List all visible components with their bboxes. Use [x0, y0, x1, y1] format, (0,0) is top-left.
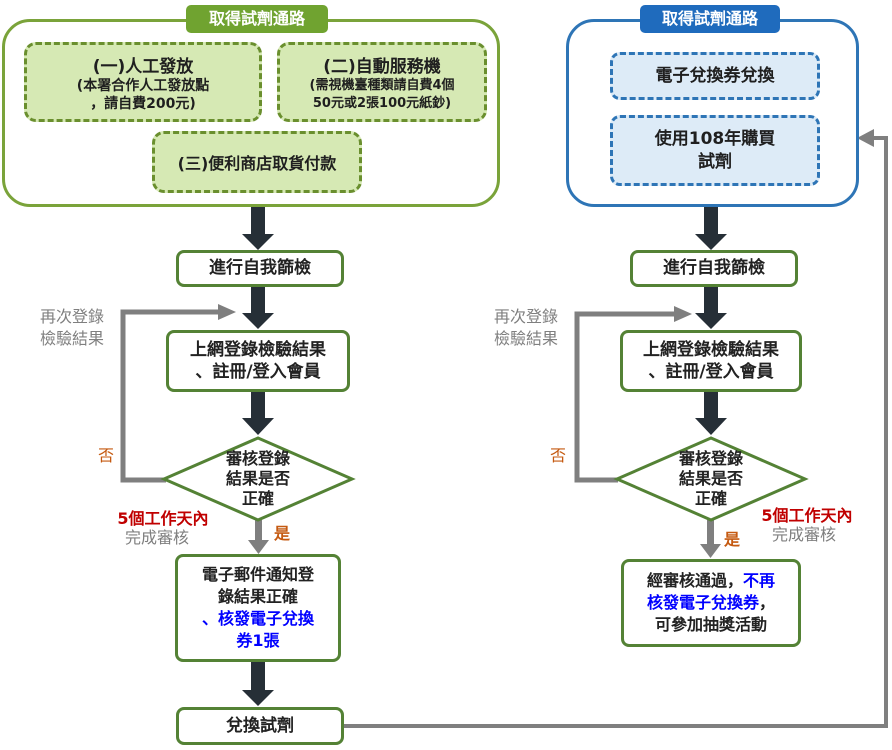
left-arrows — [242, 207, 274, 706]
right-decision-line1: 審核登錄 — [678, 449, 743, 468]
right-retry-line1: 再次登錄 — [494, 307, 559, 326]
right-retry-line2: 檢驗結果 — [494, 328, 559, 348]
arrow-register-to-decision-right — [695, 392, 727, 435]
right-no-label: 否 — [550, 446, 567, 465]
left-retry-line2: 檢驗結果 — [40, 328, 105, 348]
right-register-line2: 、註冊/登入會員 — [648, 362, 774, 382]
option-e-voucher: 電子兌換券兌換 — [610, 52, 820, 100]
left-decision-line3: 正確 — [241, 489, 274, 508]
right-days-label: 5個工作天內 — [761, 506, 853, 525]
left-register-line1: 上網登錄檢驗結果 — [190, 339, 326, 360]
left-email-line3: 、核發電子兌換 — [201, 609, 314, 628]
left-no-label: 否 — [98, 446, 115, 465]
left-decision-text: 審核登錄 結果是否 正確 — [208, 449, 308, 509]
arrow-yes-right — [700, 520, 721, 558]
redeem-connector-arrowhead — [857, 129, 874, 147]
right-review-label: 完成審核 — [772, 525, 837, 544]
option-manual-line2: ，請自費200元) — [90, 96, 196, 112]
right-result-line3: 可參加抽獎活動 — [654, 615, 767, 634]
left-email-line2: 錄結果正確 — [217, 587, 298, 606]
left-email-line4: 券1張 — [236, 631, 280, 650]
option-vending-title: (二)自動服務機 — [323, 57, 441, 77]
right-self-test-box: 進行自我篩檢 — [630, 250, 798, 287]
option-convenience-store: (三)便利商店取貨付款 — [152, 131, 362, 193]
left-decision-line1: 審核登錄 — [225, 449, 290, 468]
right-result-line2-a: 核發電子兌換券 — [646, 593, 759, 612]
retry-loop-right — [574, 311, 676, 483]
option-manual-line1: (本署合作人工發放點 — [76, 78, 210, 94]
left-email-line1: 電子郵件通知登 — [201, 565, 314, 584]
right-decision-line3: 正確 — [694, 489, 727, 508]
right-result-line1-b: 不再 — [743, 571, 776, 590]
arrow-header-to-screen-left — [242, 207, 274, 250]
right-result-line2-b: ， — [759, 593, 776, 612]
right-result-line2: 核發電子兌換券， — [647, 592, 775, 614]
retry-arrowhead-right — [674, 306, 692, 322]
arrow-screen-to-register-left — [242, 286, 274, 329]
right-register-line1: 上網登錄檢驗結果 — [643, 339, 779, 360]
decision-diamond-right — [613, 436, 809, 522]
redeem-box: 兌換試劑 — [176, 707, 344, 745]
right-yes-label: 是 — [724, 530, 741, 549]
retry-loop-left — [120, 309, 220, 483]
option-108-line1: 使用108年購買 — [654, 128, 776, 149]
right-decision-line2: 結果是否 — [678, 469, 743, 488]
arrow-register-to-decision-left — [242, 392, 274, 435]
left-register-line2: 、註冊/登入會員 — [195, 362, 321, 382]
left-review-label: 完成審核 — [125, 528, 190, 547]
option-108-purchase: 使用108年購買 試劑 — [610, 115, 820, 186]
right-arrows — [695, 207, 727, 435]
left-register-box: 上網登錄檢驗結果 、註冊/登入會員 — [166, 330, 350, 392]
left-retry-label: 再次登錄 檢驗結果 — [40, 306, 104, 349]
left-days-label: 5個工作天內 — [117, 509, 209, 528]
right-retry-label: 再次登錄 檢驗結果 — [494, 306, 558, 349]
option-108-line2: 試劑 — [698, 151, 732, 172]
right-decision-text: 審核登錄 結果是否 正確 — [661, 449, 761, 509]
right-channel-header: 取得試劑通路 — [640, 5, 780, 33]
left-self-test-box: 進行自我篩檢 — [176, 250, 344, 287]
arrow-header-to-screen-right — [695, 207, 727, 250]
right-result-line1: 經審核通過，不再 — [647, 570, 775, 592]
retry-arrowhead-left — [218, 304, 236, 320]
arrow-yes-left — [248, 520, 269, 554]
redeem-to-right-connector — [344, 136, 888, 728]
right-register-box: 上網登錄檢驗結果 、註冊/登入會員 — [620, 330, 802, 392]
option-vending-line1: (需視機臺種類請自費4個 — [309, 78, 455, 93]
left-decision-line2: 結果是否 — [225, 469, 290, 488]
option-manual-distribution: (一)人工發放 (本署合作人工發放點 ，請自費200元) — [24, 42, 262, 122]
left-channel-header: 取得試劑通路 — [186, 5, 328, 33]
right-result-line1-a: 經審核通過， — [646, 571, 743, 590]
arrow-screen-to-register-right — [695, 286, 727, 329]
left-retry-line1: 再次登錄 — [40, 307, 105, 326]
option-vending-machine: (二)自動服務機 (需視機臺種類請自費4個 50元或2張100元紙鈔) — [277, 42, 487, 122]
arrow-email-to-redeem-left — [242, 662, 274, 706]
left-yes-label: 是 — [274, 524, 291, 543]
option-convenience-title: (三)便利商店取貨付款 — [177, 154, 337, 173]
decision-diamond-left — [160, 436, 356, 522]
option-manual-title: (一)人工發放 — [92, 57, 194, 77]
left-email-box: 電子郵件通知登 錄結果正確 、核發電子兌換 券1張 — [175, 554, 341, 662]
right-result-box: 經審核通過，不再 核發電子兌換券， 可參加抽獎活動 — [621, 559, 801, 647]
option-vending-line2: 50元或2張100元紙鈔) — [312, 96, 452, 111]
